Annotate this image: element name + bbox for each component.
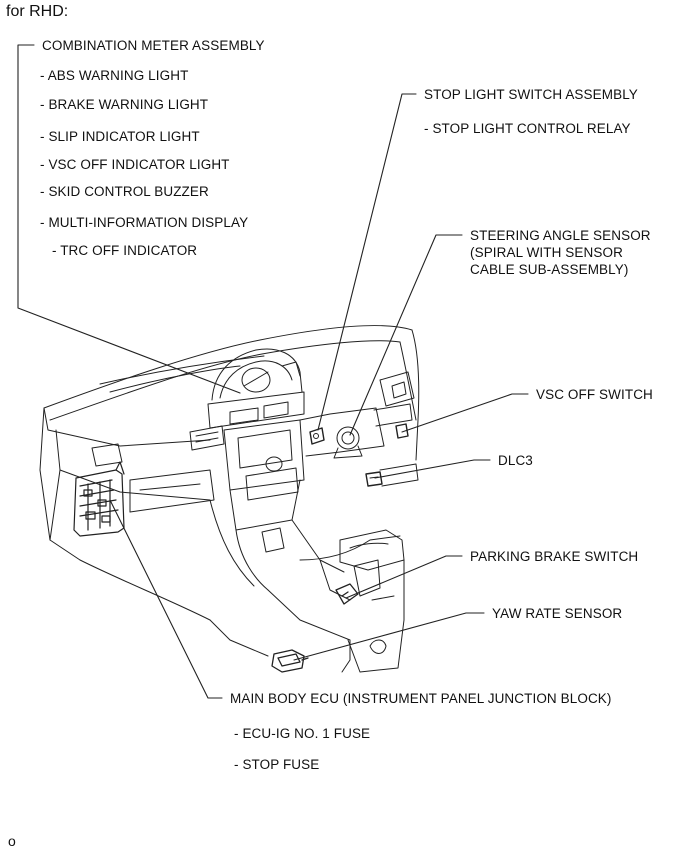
kick-panel <box>79 559 269 657</box>
parking-brake-switch-shape <box>335 583 359 605</box>
parking-brake-switch-title: PARKING BRAKE SWITCH <box>470 549 639 564</box>
main-body-ecu-title: MAIN BODY ECU (INSTRUMENT PANEL JUNCTION… <box>230 691 612 706</box>
leader-dlc3 <box>374 459 491 479</box>
combination-meter-title: COMBINATION METER ASSEMBLY <box>42 38 265 53</box>
leader-yaw-rate-sensor <box>293 612 485 661</box>
leader-combination-meter <box>17 44 241 394</box>
combination-meter-item: - MULTI-INFORMATION DISPLAY <box>40 215 249 230</box>
yaw-rate-sensor-title: YAW RATE SENSOR <box>492 606 623 621</box>
leader-steering-angle-sensor <box>349 234 463 436</box>
combination-meter-item: - VSC OFF INDICATOR LIGHT <box>40 157 230 172</box>
stop-light-switch-title: STOP LIGHT SWITCH ASSEMBLY <box>424 87 638 102</box>
center-stack <box>209 419 405 673</box>
main-body-ecu-shape <box>73 461 125 537</box>
steering-column <box>299 403 419 487</box>
dlc3-title: DLC3 <box>498 453 533 468</box>
combination-meter-item: - ABS WARNING LIGHT <box>40 68 189 83</box>
leader-lines <box>17 44 529 699</box>
meter-hood <box>207 348 305 429</box>
diagram-header: for RHD: <box>6 3 69 20</box>
steering-angle-sensor-title: STEERING ANGLE SENSOR <box>470 228 651 243</box>
combination-meter-item: - TRC OFF INDICATOR <box>52 243 198 258</box>
leader-vsc-off-switch <box>401 393 529 433</box>
leader-main-body-ecu <box>109 499 223 699</box>
leader-stop-light-switch <box>317 93 417 431</box>
main-body-ecu-item: - STOP FUSE <box>234 757 320 772</box>
dashboard-outline <box>39 324 420 561</box>
figure-code: o <box>8 833 16 849</box>
yaw-rate-sensor-shape <box>271 649 309 673</box>
combination-meter-item: - SLIP INDICATOR LIGHT <box>40 129 200 144</box>
vsc-off-switch-title: VSC OFF SWITCH <box>536 387 653 402</box>
steering-angle-sensor-line3: CABLE SUB-ASSEMBLY) <box>470 262 629 277</box>
main-body-ecu-item: - ECU-IG NO. 1 FUSE <box>234 726 371 741</box>
stop-light-switch-item: - STOP LIGHT CONTROL RELAY <box>424 121 631 136</box>
steering-angle-sensor-line2: (SPIRAL WITH SENSOR <box>470 245 623 260</box>
combination-meter-item: - BRAKE WARNING LIGHT <box>40 97 209 112</box>
combination-meter-item: - SKID CONTROL BUZZER <box>40 184 209 199</box>
